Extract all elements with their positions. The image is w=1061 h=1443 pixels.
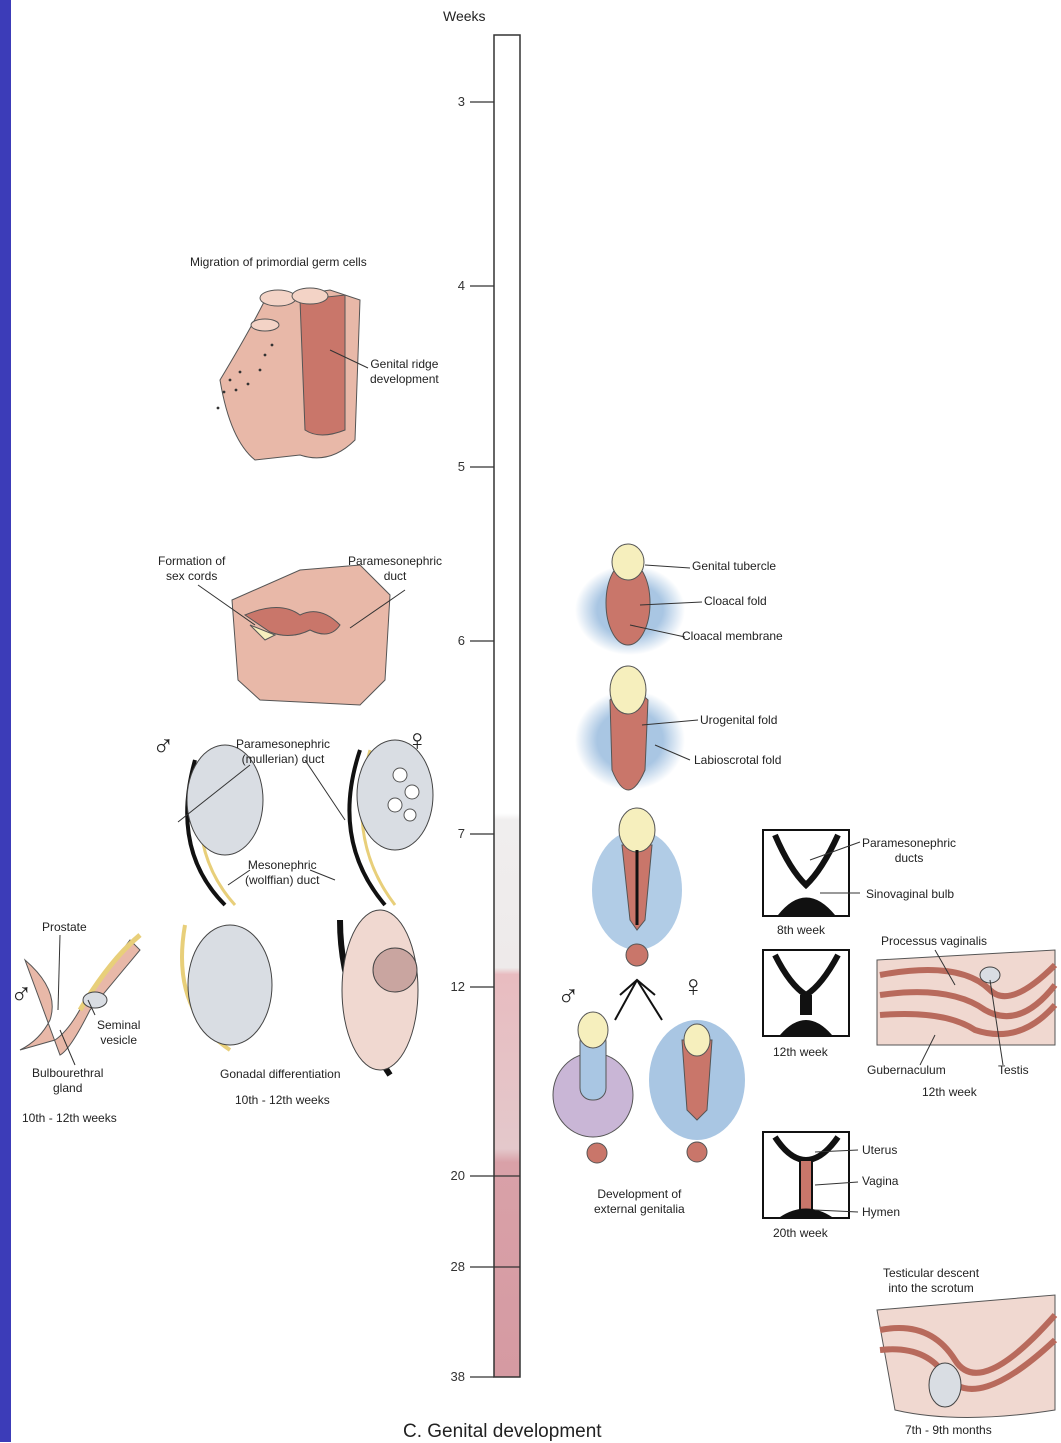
tick-6: 6: [425, 633, 465, 648]
label-urogenital-fold: Urogenital fold: [700, 713, 777, 728]
tick-3: 3: [425, 94, 465, 109]
label-cloacal-fold: Cloacal fold: [704, 594, 767, 609]
label-7th-9th-months: 7th - 9th months: [905, 1423, 992, 1438]
label-development-external-genitalia: Development of external genitalia: [594, 1187, 685, 1217]
label-sinovaginal-bulb: Sinovaginal bulb: [866, 887, 954, 902]
label-cloacal-membrane: Cloacal membrane: [682, 629, 783, 644]
label-labioscrotal-fold: Labioscrotal fold: [694, 753, 781, 768]
sex-cords-illustration: [198, 565, 405, 705]
processus-vaginalis-illustration: [877, 950, 1055, 1065]
tick-4: 4: [425, 278, 465, 293]
axis-title: Weeks: [443, 9, 486, 24]
label-migration: Migration of primordial germ cells: [190, 255, 367, 270]
label-12th-week-b: 12th week: [922, 1085, 977, 1100]
label-20th-week: 20th week: [773, 1226, 828, 1241]
label-12th-week: 12th week: [773, 1045, 828, 1060]
female-symbol: ♀: [406, 726, 429, 756]
gonadal-differentiation-illustrations: [182, 910, 418, 1075]
label-hymen: Hymen: [862, 1205, 900, 1220]
label-wolffian-duct: Mesonephric (wolffian) duct: [245, 858, 319, 888]
testicular-descent-illustration: [877, 1295, 1055, 1418]
tick-7: 7: [425, 826, 465, 841]
label-paramesonephric-duct: Paramesonephric duct: [348, 554, 442, 584]
tick-28: 28: [425, 1259, 465, 1274]
male-symbol: ♂: [152, 732, 175, 762]
label-seminal-vesicle: Seminal vesicle: [97, 1018, 140, 1048]
label-processus-vaginalis: Processus vaginalis: [881, 934, 987, 949]
label-8th-week: 8th week: [777, 923, 825, 938]
label-mullerian-duct: Paramesonephric (mullerian) duct: [236, 737, 330, 767]
label-bulbourethral-gland: Bulbourethral gland: [32, 1066, 103, 1096]
germ-cell-migration-illustration: [217, 288, 368, 460]
label-weeks-10-12-mid: 10th - 12th weeks: [235, 1093, 330, 1108]
female-symbol-genitalia: ♀: [682, 972, 705, 1002]
male-symbol-prostate: ♂: [10, 980, 33, 1010]
male-symbol-genitalia: ♂: [557, 982, 580, 1012]
label-testicular-descent: Testicular descent into the scrotum: [883, 1266, 979, 1296]
figure-caption: C. Genital development: [403, 1421, 602, 1443]
label-sex-cords: Formation of sex cords: [158, 554, 225, 584]
label-vagina: Vagina: [862, 1174, 898, 1189]
label-gubernaculum: Gubernaculum: [867, 1063, 946, 1078]
label-gonadal-differentiation: Gonadal differentiation: [220, 1067, 341, 1082]
label-testis: Testis: [998, 1063, 1029, 1078]
vaginal-development-boxes: [763, 830, 860, 1218]
tick-5: 5: [425, 459, 465, 474]
tick-12: 12: [425, 979, 465, 994]
label-uterus: Uterus: [862, 1143, 897, 1158]
label-prostate: Prostate: [42, 920, 87, 935]
tick-20: 20: [425, 1168, 465, 1183]
label-paramesonephric-ducts: Paramesonephric ducts: [862, 836, 956, 866]
tick-38: 38: [425, 1369, 465, 1384]
label-genital-ridge: Genital ridge development: [370, 357, 439, 387]
label-genital-tubercle: Genital tubercle: [692, 559, 776, 574]
label-weeks-10-12-left: 10th - 12th weeks: [22, 1111, 117, 1126]
